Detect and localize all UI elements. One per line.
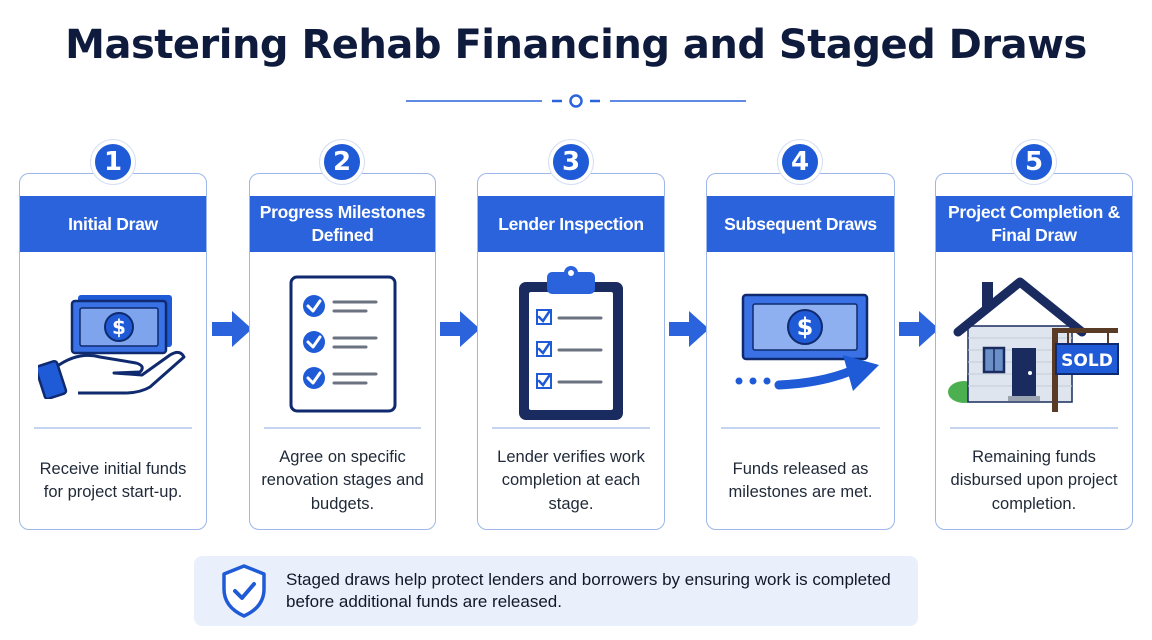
step-title: Subsequent Draws xyxy=(707,196,894,252)
cash-in-hand-icon: $ xyxy=(20,264,206,424)
card-divider xyxy=(492,427,650,429)
page-title: Mastering Rehab Financing and Staged Dra… xyxy=(65,22,1087,68)
card-divider xyxy=(34,427,192,429)
sold-sign-text: SOLD xyxy=(1061,351,1113,371)
step-title: Progress Milestones Defined xyxy=(250,196,435,252)
shield-check-icon xyxy=(214,561,274,621)
card-divider xyxy=(264,427,421,429)
arrow-right-icon xyxy=(212,311,252,347)
step-description: Receive initial funds for project start-… xyxy=(39,459,187,501)
card-divider xyxy=(950,427,1118,429)
step-card: Progress Milestones Defined Agree on spe… xyxy=(249,173,436,530)
svg-text:$: $ xyxy=(112,315,126,339)
title-divider xyxy=(406,94,746,108)
step-description: Remaining funds disbursed upon project c… xyxy=(950,448,1118,513)
sold-house-icon: SOLD xyxy=(936,264,1132,424)
step-description: Lender verifies work completion at each … xyxy=(497,448,645,513)
step-card: Lender Inspection Lender verifies work c… xyxy=(477,173,665,530)
step-number: 3 xyxy=(549,140,593,184)
cash-transfer-icon: $ xyxy=(707,264,894,424)
step-card: Subsequent Draws $ Funds released as mil… xyxy=(706,173,895,530)
arrow-right-icon xyxy=(899,311,939,347)
card-divider xyxy=(721,427,880,429)
step-card: Project Completion & Final Draw xyxy=(935,173,1133,530)
step-number: 2 xyxy=(320,140,364,184)
svg-text:$: $ xyxy=(796,313,813,341)
step-title: Initial Draw xyxy=(20,196,206,252)
step-number: 1 xyxy=(91,140,135,184)
clipboard-check-icon xyxy=(478,264,664,424)
info-note: Staged draws help protect lenders and bo… xyxy=(194,556,918,626)
step-description: Agree on specific renovation stages and … xyxy=(261,448,424,513)
note-text: Staged draws help protect lenders and bo… xyxy=(286,569,891,611)
step-number: 5 xyxy=(1012,140,1056,184)
step-title: Project Completion & Final Draw xyxy=(936,196,1132,252)
checklist-icon xyxy=(250,264,435,424)
step-card: Initial Draw $ Receive initial funds for… xyxy=(19,173,207,530)
arrow-right-icon xyxy=(440,311,480,347)
step-description: Funds released as milestones are met. xyxy=(728,459,873,501)
arrow-right-icon xyxy=(669,311,709,347)
step-title: Lender Inspection xyxy=(478,196,664,252)
step-number: 4 xyxy=(778,140,822,184)
